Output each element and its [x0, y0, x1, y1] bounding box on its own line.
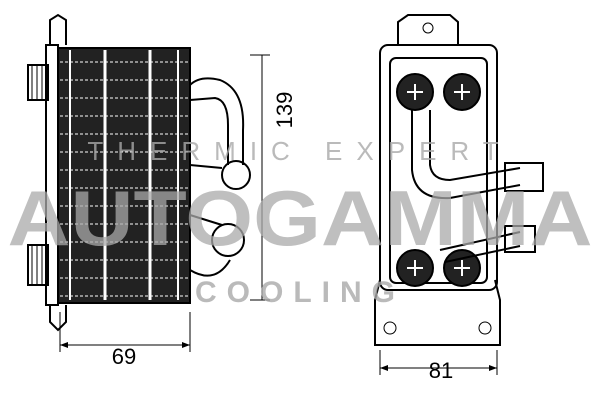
watermark-tagline: THERMIC EXPERT — [87, 136, 512, 166]
side-view — [27, 13, 270, 352]
dimension-height-label: 139 — [272, 92, 297, 129]
watermark-brand: AUTOGAMMA — [8, 174, 593, 262]
dimension-side-width-label: 69 — [112, 344, 136, 369]
watermark-subline: COOLING — [195, 276, 405, 309]
front-view — [374, 14, 544, 375]
dimension-front-width-label: 81 — [429, 358, 453, 383]
